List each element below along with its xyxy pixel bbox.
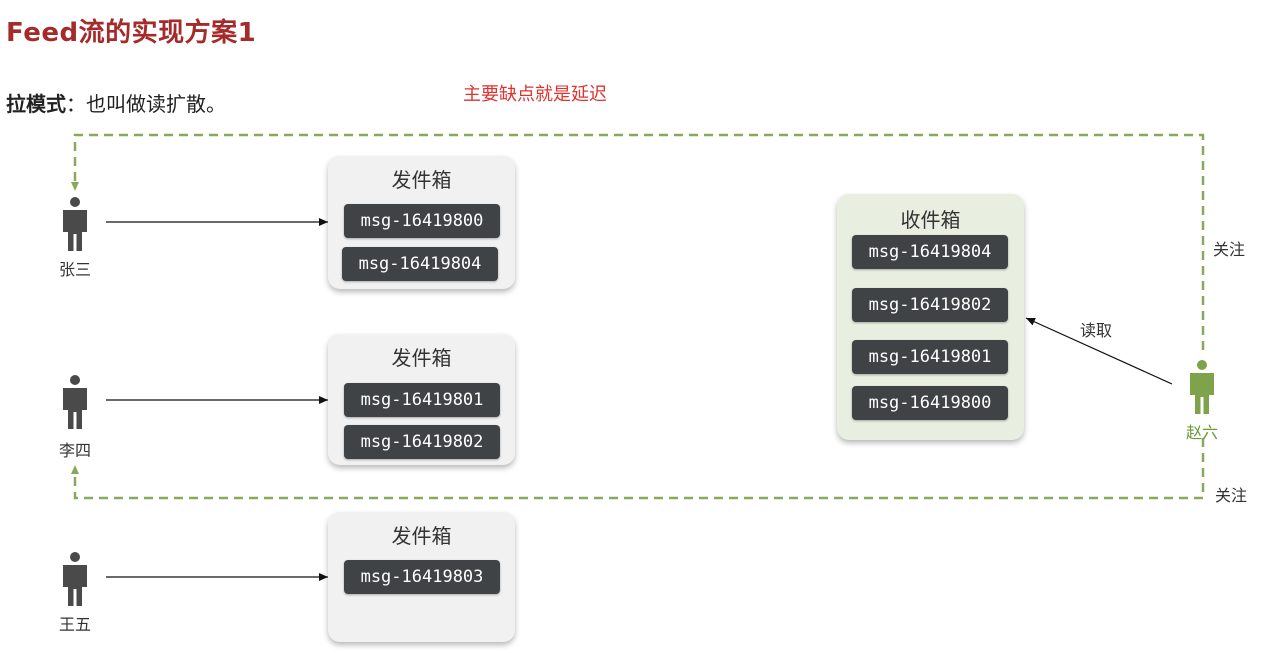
follow-line-bottom bbox=[73, 438, 1205, 500]
subtitle: 拉模式：也叫做读扩散。 bbox=[6, 88, 226, 117]
read-arrow bbox=[1025, 317, 1173, 385]
inbox-message: msg-16419801 bbox=[852, 340, 1008, 374]
follow-label-top: 关注 bbox=[1213, 240, 1246, 259]
follow-label-bottom: 关注 bbox=[1215, 486, 1248, 505]
user-label-zhaoliu: 赵六 bbox=[1185, 423, 1218, 442]
outbox-message: msg-16419804 bbox=[342, 247, 498, 281]
person-icon bbox=[63, 552, 87, 606]
outbox-wangwu: 发件箱 msg-16419803 bbox=[328, 512, 515, 642]
outbox-title: 发件箱 bbox=[391, 168, 452, 192]
person-icon bbox=[63, 375, 87, 429]
inbox-zhaoliu: 收件箱 msg-16419804 msg-16419802 msg-164198… bbox=[837, 194, 1024, 440]
outbox-message: msg-16419803 bbox=[344, 560, 500, 594]
person-icon bbox=[63, 197, 87, 251]
subtitle-text: ：也叫做读扩散。 bbox=[66, 92, 226, 116]
inbox-message: msg-16419804 bbox=[852, 235, 1008, 269]
user-label-lisi: 李四 bbox=[58, 441, 91, 460]
follow-arrowhead-top bbox=[71, 182, 79, 191]
outbox-title: 发件箱 bbox=[391, 346, 452, 370]
user-label-wangwu: 王五 bbox=[58, 615, 91, 634]
outbox-zhangsan: 发件箱 msg-16419800 msg-16419804 bbox=[328, 156, 515, 289]
inbox-title: 收件箱 bbox=[900, 208, 961, 232]
person-icon bbox=[1190, 360, 1214, 414]
read-label: 读取 bbox=[1080, 321, 1113, 340]
subtitle-keyword: 拉模式 bbox=[6, 92, 66, 116]
drawback-note: 主要缺点就是延迟 bbox=[463, 84, 607, 105]
inbox-message: msg-16419802 bbox=[852, 288, 1008, 322]
follow-line-top bbox=[73, 133, 1205, 350]
inbox-message: msg-16419800 bbox=[852, 386, 1008, 420]
outbox-title: 发件箱 bbox=[391, 524, 452, 548]
user-label-zhangsan: 张三 bbox=[58, 260, 91, 279]
outbox-lisi: 发件箱 msg-16419801 msg-16419802 bbox=[328, 334, 515, 465]
page-title: Feed流的实现方案1 bbox=[6, 18, 257, 48]
outbox-message: msg-16419802 bbox=[344, 425, 500, 459]
follow-arrowhead-bottom bbox=[71, 465, 79, 474]
outbox-message: msg-16419801 bbox=[344, 383, 500, 417]
outbox-message: msg-16419800 bbox=[344, 204, 500, 238]
